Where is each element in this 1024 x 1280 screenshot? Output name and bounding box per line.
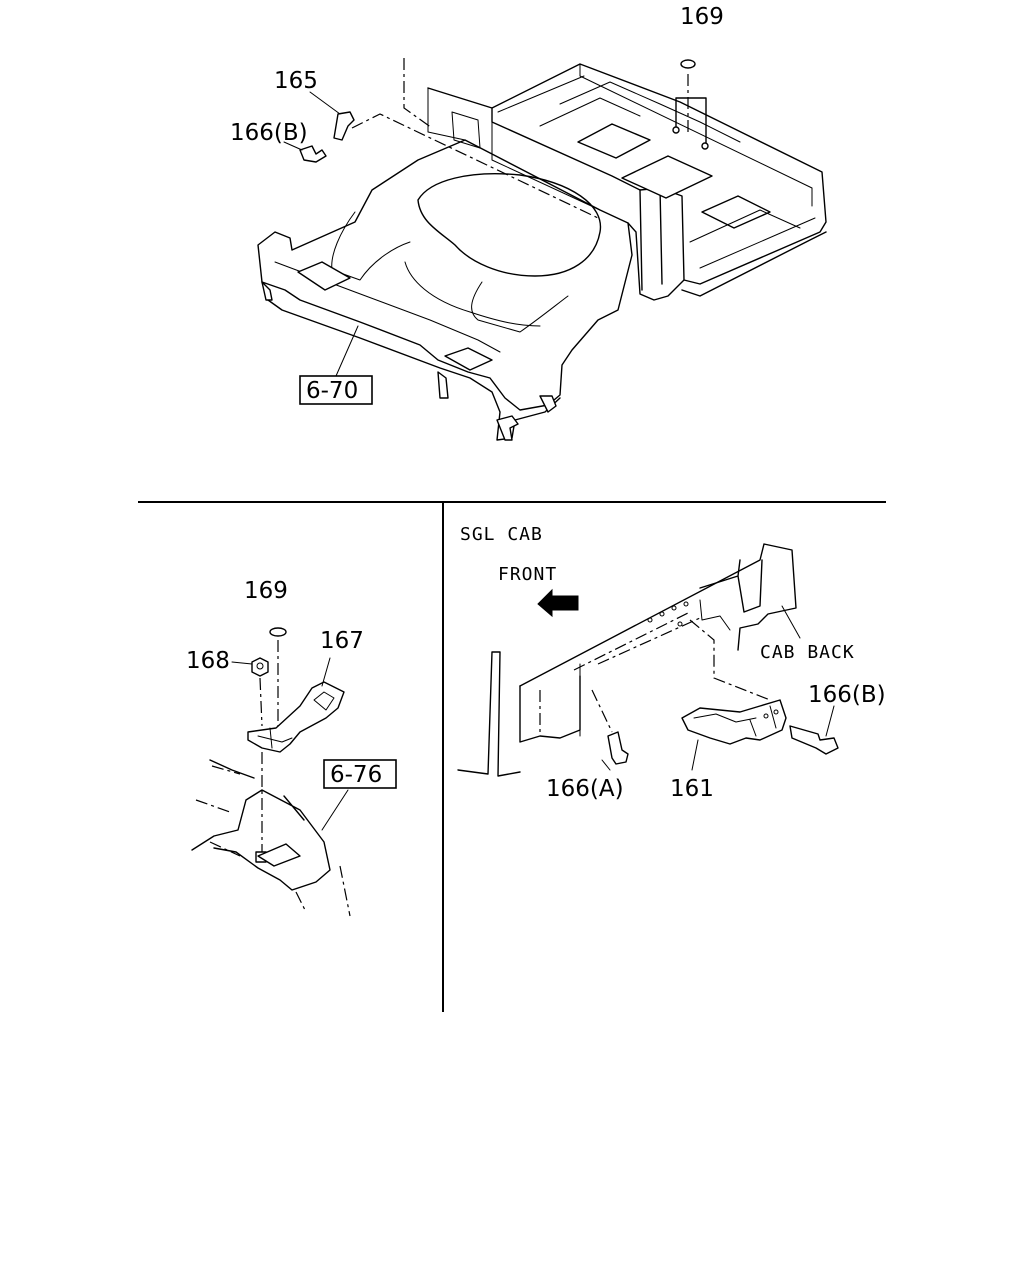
cab-rear-channel: [699, 559, 763, 613]
floor-pad-right: [444, 347, 493, 371]
floor-pocket: [257, 843, 301, 867]
part-161-detail: [693, 705, 777, 737]
leader-168: [231, 661, 253, 665]
part-167-slot: [313, 691, 335, 711]
seat-hump: [417, 173, 602, 277]
top-floor-assembly-view: [257, 58, 827, 441]
callout-168: 168: [186, 648, 230, 674]
deck-pad-2: [621, 155, 713, 199]
callout-161: 161: [670, 776, 714, 802]
callout-169-left: 169: [244, 578, 288, 604]
part-166a-bolt: [607, 731, 629, 765]
part-166b-bolt-right: [789, 725, 839, 755]
leader-cab-back: [781, 605, 801, 639]
ref-670-label: 6-70: [306, 378, 358, 404]
floor-front-lip: [261, 281, 561, 441]
rear-wall-window: [451, 111, 481, 149]
washer-169-top: [680, 59, 696, 69]
hole-2: [659, 611, 665, 617]
cab-sill-2: [579, 599, 731, 737]
deck-pad-3: [701, 195, 771, 229]
part-167-mount: [257, 727, 293, 749]
part-161-hole-2: [773, 709, 779, 715]
dashed-leader-166a: [591, 689, 613, 733]
rear-wall-inner: [427, 87, 601, 211]
part-161-hole-1: [763, 713, 769, 719]
part-168-nut-hole: [256, 662, 264, 670]
stud-hole-2: [701, 142, 709, 150]
leader-166a: [601, 759, 611, 771]
dashed-leader-rear: [403, 58, 433, 129]
callout-166b-top: 166(B): [230, 120, 308, 146]
bracket-hook: [496, 415, 519, 441]
leader-165: [309, 91, 341, 115]
cab-side-wall: [519, 543, 797, 687]
rear-wall: [427, 87, 685, 301]
bracket-left: [261, 281, 273, 301]
floor-section: [191, 759, 331, 891]
stud-plate-top: [675, 97, 707, 147]
part-167-bracket: [247, 681, 345, 753]
front-label: FRONT: [498, 564, 557, 585]
rear-deck: [491, 63, 827, 285]
leader-167: [321, 657, 331, 687]
tunnel: [404, 261, 541, 327]
stud-hole-1: [672, 126, 680, 134]
callout-166a: 166(A): [546, 776, 624, 802]
floor-panel: [257, 139, 633, 411]
ref-676-label: 6-76: [330, 762, 382, 788]
floor-section-dash: [195, 765, 351, 917]
leader-670: [335, 325, 359, 377]
cab-back-label: CAB BACK: [760, 642, 855, 663]
right-well: [471, 281, 569, 333]
callout-167: 167: [320, 628, 364, 654]
part-161-bracket: [681, 699, 787, 745]
dashed-leader-168: [259, 677, 263, 727]
part-165-bracket: [333, 111, 355, 141]
deck-ribs: [539, 81, 816, 269]
leader-161: [691, 739, 699, 771]
cab-front-wall: [457, 651, 521, 777]
bracket-front: [539, 395, 557, 413]
cab-dash: [539, 611, 701, 736]
bottom-left-bracket-view: [191, 627, 351, 917]
leader-676: [321, 789, 349, 831]
rear-deck-rail: [497, 63, 813, 207]
hole-3: [671, 605, 677, 611]
floor-pad-left: [297, 261, 351, 291]
callout-166b-right: 166(B): [808, 682, 886, 708]
hole-5: [677, 621, 683, 627]
part-168-nut: [251, 657, 269, 677]
bottom-right-cab-view: [457, 543, 839, 777]
callout-165: 165: [274, 68, 318, 94]
ref-box-670: [299, 375, 373, 405]
hole-4: [683, 601, 689, 607]
dashed-leader-161: [689, 619, 771, 701]
part-166b-bolt: [299, 145, 327, 163]
cab-sill: [519, 675, 581, 743]
front-arrow-icon: [537, 588, 579, 618]
hole-1: [647, 617, 653, 623]
dashed-leader-165: [351, 113, 599, 219]
callout-169-top: 169: [680, 4, 724, 30]
ref-box-676: [323, 759, 397, 789]
left-well: [331, 211, 411, 281]
rear-post: [639, 187, 663, 291]
washer-169: [269, 627, 287, 637]
deck-pad-1: [577, 123, 651, 159]
bracket-mid: [437, 371, 449, 399]
deck-edge-bottom: [681, 231, 827, 297]
variant-label: SGL CAB: [460, 524, 543, 545]
leader-166b: [283, 141, 303, 151]
leader-166b-right: [825, 705, 835, 737]
